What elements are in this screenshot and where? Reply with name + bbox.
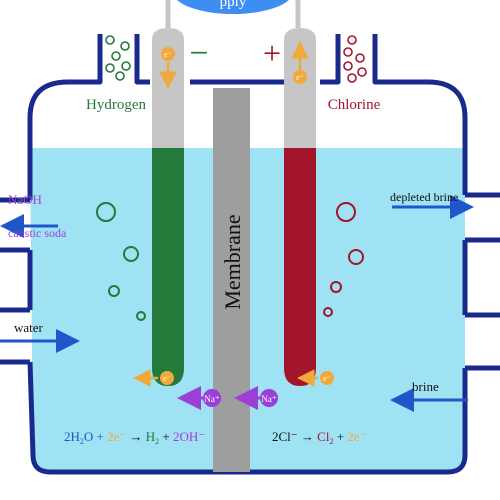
sodium-ion-right: Na⁺ xyxy=(234,386,278,410)
h2-outlet-inner xyxy=(134,34,150,85)
cathode xyxy=(152,28,184,386)
positive-sign: + xyxy=(263,35,281,71)
supply-text: pply xyxy=(220,0,247,10)
hydrogen-bubbles xyxy=(96,202,146,321)
tank-top-right xyxy=(372,34,468,195)
hydrogen-outlet-bubbles xyxy=(105,35,131,81)
caustic-soda-label: caustic soda xyxy=(8,226,67,240)
anode-electron-bottom: e⁻ xyxy=(297,369,334,387)
tank-outline xyxy=(27,34,103,200)
chlorine-outlet-bubbles xyxy=(343,35,367,83)
water-label: water xyxy=(14,320,44,335)
membrane-label: Membrane xyxy=(220,214,245,309)
negative-sign: − xyxy=(189,35,208,72)
naoh-label: NaOH xyxy=(8,192,42,207)
brine-label: brine xyxy=(412,379,439,394)
chlorine-bubbles xyxy=(323,202,364,317)
hydrogen-label: Hydrogen xyxy=(86,97,146,113)
anode xyxy=(284,28,316,386)
power-supply: pply xyxy=(177,0,289,14)
svg-text:e⁻: e⁻ xyxy=(323,374,331,383)
cathode-electron-top: e⁻ xyxy=(159,47,177,89)
anode-equation: 2Cl⁻ → Cl2 + 2e⁻ xyxy=(272,429,366,446)
svg-text:Na⁺: Na⁺ xyxy=(261,394,276,404)
svg-text:e⁻: e⁻ xyxy=(163,374,171,383)
depleted-brine-label: depleted brine xyxy=(390,190,458,204)
svg-text:e⁻: e⁻ xyxy=(296,73,304,82)
cathode-electron-bottom: e⁻ xyxy=(133,369,174,387)
svg-text:Na⁺: Na⁺ xyxy=(204,394,219,404)
sodium-ion-left: Na⁺ xyxy=(177,386,221,410)
cl2-outlet-inner xyxy=(320,34,341,85)
anode-electron-top: e⁻ xyxy=(291,41,309,84)
chlorine-label: Chlorine xyxy=(328,97,381,113)
svg-text:e⁻: e⁻ xyxy=(164,50,172,59)
cathode-equation: 2H2O + 2e⁻ → H2 + 2OH⁻ xyxy=(64,429,205,446)
